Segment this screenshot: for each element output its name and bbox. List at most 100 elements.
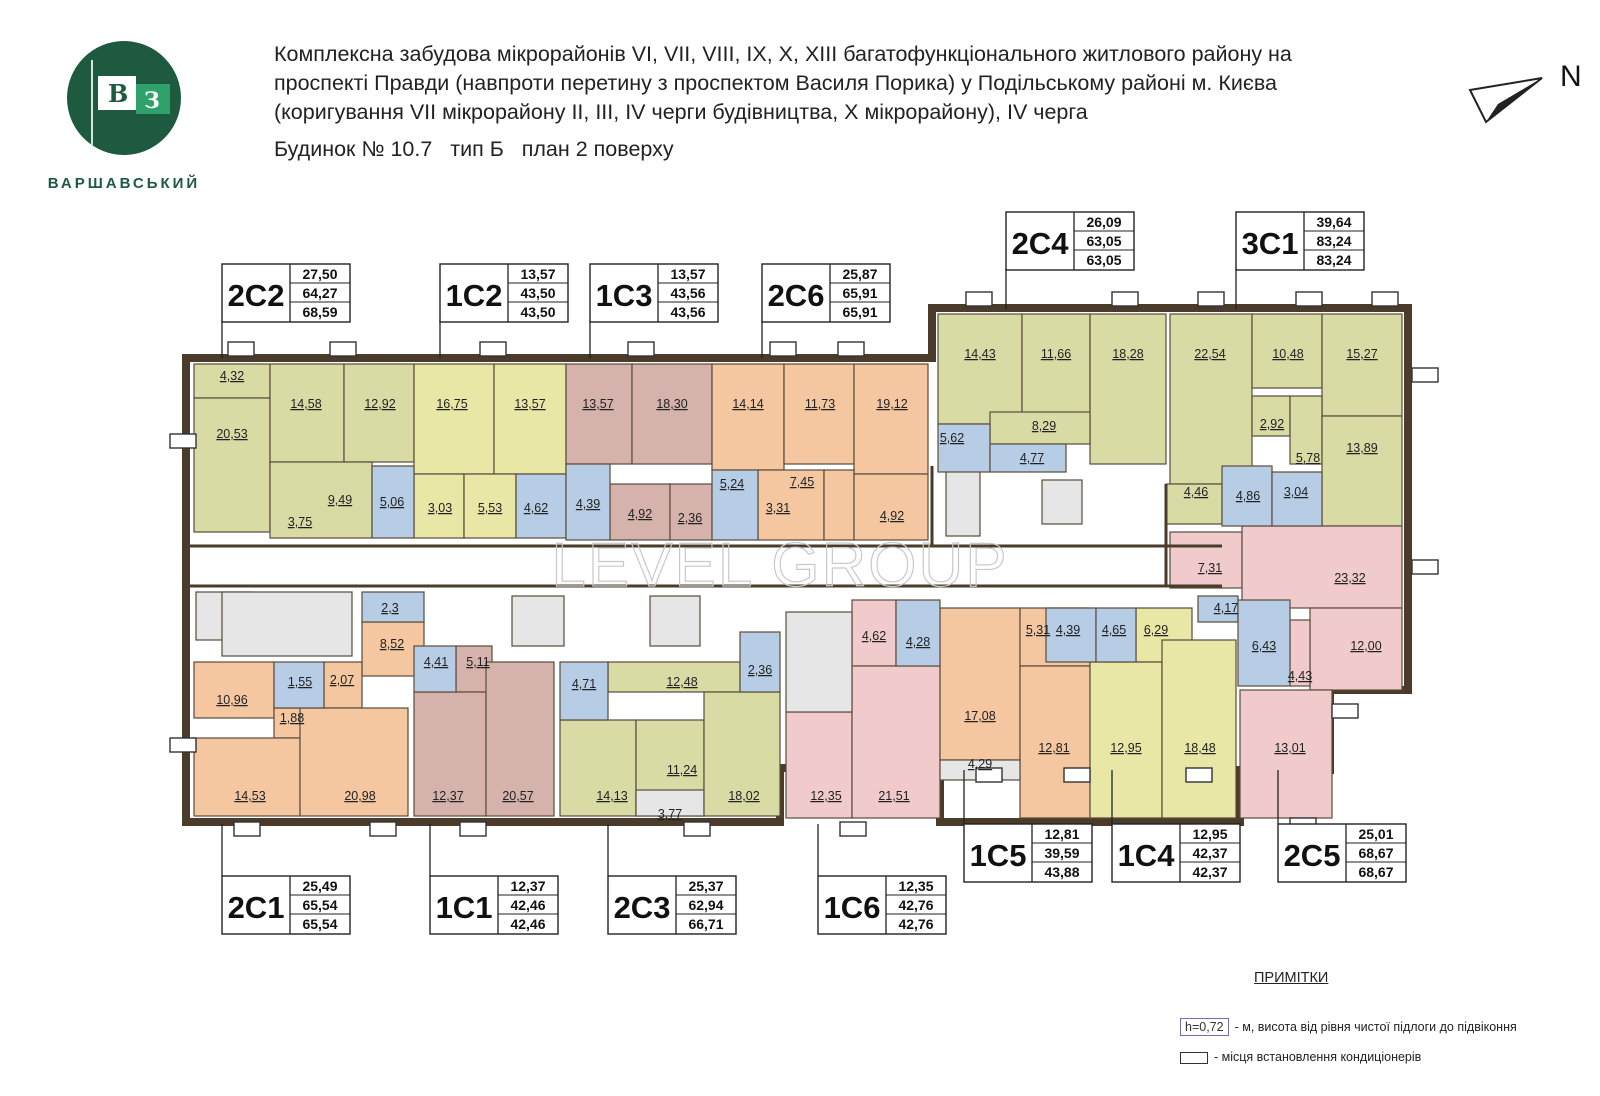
note-ac-text: - місця встановлення кондиціонерів (1214, 1050, 1422, 1064)
ac-unit-icon (329, 341, 357, 357)
ac-unit-icon (1411, 367, 1439, 383)
room-shape (939, 607, 1021, 761)
room-area-label: 14,14 (732, 397, 763, 411)
room-area-label: 10,48 (1272, 347, 1303, 361)
apartment-code: 1C6 (824, 890, 881, 925)
room-area-label: 13,89 (1346, 441, 1377, 455)
apartment-code: 2C6 (768, 278, 825, 313)
room-shape (1241, 525, 1403, 609)
ac-unit-icon (369, 821, 397, 837)
room-area-label: 18,28 (1112, 347, 1143, 361)
ac-unit-icon (1180, 1051, 1208, 1064)
room-shape (221, 591, 353, 657)
ac-unit-icon (627, 341, 655, 357)
room-shape (371, 465, 415, 539)
apartment-area-value: 43,56 (670, 304, 705, 320)
apartment-code: 1C5 (970, 838, 1027, 873)
ac-unit-icon (1185, 767, 1213, 783)
brand-logo: В З ВАРШАВСЬКИЙ (48, 41, 197, 192)
room-area-label: 1,55 (288, 675, 312, 689)
apartment-area-value: 42,37 (1192, 845, 1227, 861)
bathrooms-layer (273, 423, 1323, 721)
apartment-area-value: 25,49 (302, 878, 337, 894)
apartment-area-value: 65,54 (302, 897, 337, 913)
tag-frame (963, 823, 1093, 883)
room-shape (1095, 607, 1137, 663)
room-shape (895, 599, 941, 667)
apartment-area-value: 65,91 (842, 285, 877, 301)
room-shape (493, 363, 567, 475)
room-area-label: 4,39 (576, 497, 600, 511)
room-area-label: 3,77 (658, 807, 682, 821)
apartment-code: 3C1 (1242, 226, 1299, 261)
apartment-area-value: 13,57 (520, 266, 555, 282)
room-shape (937, 423, 991, 473)
apartment-area-value: 83,24 (1316, 233, 1351, 249)
title-line-2: проспекті Правди (навпроти перетину з пр… (274, 71, 1277, 95)
room-area-label: 4,39 (1056, 623, 1080, 637)
ac-unit-icon (233, 821, 261, 837)
apartment-area-value: 42,76 (898, 897, 933, 913)
room-area-label: 4,28 (906, 635, 930, 649)
title-line-3: (коригування VII мікрорайону II, III, IV… (274, 100, 1088, 124)
ac-unit-icon (839, 821, 867, 837)
apartment-area-value: 43,50 (520, 285, 555, 301)
ac-unit-icon (1111, 291, 1139, 307)
room-area-label: 14,13 (596, 789, 627, 803)
room-shape (989, 443, 1067, 473)
apartment-area-value: 42,46 (510, 916, 545, 932)
room-shape (607, 661, 741, 693)
room-area-label: 3,75 (288, 515, 312, 529)
room-shape (1221, 465, 1273, 527)
room-area-label: 4,46 (1184, 485, 1208, 499)
room-shape (711, 363, 785, 471)
room-area-label: 22,54 (1194, 347, 1225, 361)
ac-unit-icon (683, 821, 711, 837)
note-h-text: - м, висота від рівня чистої підлоги до … (1234, 1020, 1517, 1034)
room-area-label: 2,92 (1260, 417, 1284, 431)
room-shape (945, 465, 981, 537)
room-area-label: 9,49 (328, 493, 352, 507)
room-area-label: 7,45 (790, 475, 814, 489)
ac-unit-icon (1371, 291, 1399, 307)
room-shape (1239, 689, 1333, 819)
room-shape (1237, 599, 1291, 687)
logo-letter-1: В (108, 79, 128, 108)
room-shape (1021, 313, 1091, 425)
room-area-label: 12,00 (1350, 639, 1381, 653)
apartment-area-value: 42,37 (1192, 864, 1227, 880)
apartment-area-value: 43,50 (520, 304, 555, 320)
room-shape (1089, 661, 1163, 819)
room-area-label: 7,31 (1198, 561, 1222, 575)
room-shape (1251, 313, 1323, 389)
room-area-label: 12,37 (432, 789, 463, 803)
apartment-code: 1C3 (596, 278, 653, 313)
apartment-area-value: 12,95 (1192, 826, 1227, 842)
room-shape (413, 363, 495, 475)
room-area-label: 16,75 (436, 397, 467, 411)
apartment-code: 2C4 (1012, 226, 1070, 261)
room-area-label: 12,48 (666, 675, 697, 689)
room-shape (565, 463, 611, 541)
room-area-label: 4,32 (220, 369, 244, 383)
ac-unit-icon (459, 821, 487, 837)
ac-unit-icon (975, 767, 1003, 783)
tag-frame (761, 263, 891, 323)
ac-unit-icon (1197, 291, 1225, 307)
room-area-label: 3,04 (1284, 485, 1308, 499)
room-area-label: 5,31 (1026, 623, 1050, 637)
room-shape (853, 473, 929, 541)
ac-unit-icon (769, 341, 797, 357)
ac-unit-icon (1295, 291, 1323, 307)
room-area-label: 5,24 (720, 477, 744, 491)
apartment-area-value: 83,24 (1316, 252, 1351, 268)
room-area-label: 2,36 (748, 663, 772, 677)
room-area-label: 2,36 (678, 511, 702, 525)
north-arrow-icon: N (1468, 60, 1582, 124)
